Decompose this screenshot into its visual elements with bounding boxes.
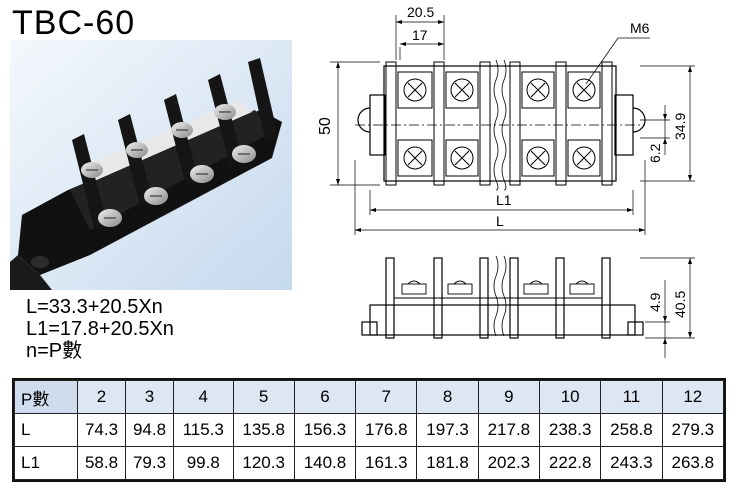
table-cell: 181.8 (416, 446, 479, 480)
table-cell: 2 (77, 380, 126, 414)
table-cell: 222.8 (538, 446, 602, 480)
table-cell: 156.3 (293, 413, 357, 447)
table-row: L 74.3 94.8 115.3 135.8 156.3 176.8 197.… (14, 413, 725, 447)
dim-4-9: 4.9 (647, 292, 663, 312)
dim-6-2: 6.2 (647, 143, 663, 163)
product-title: TBC-60 (12, 4, 136, 42)
formula-L: L=33.3+20.5Xn (26, 296, 163, 318)
table-cell: 3 (125, 380, 174, 414)
dim-34-9: 34.9 (672, 113, 688, 140)
table-cell: 140.8 (293, 446, 357, 480)
dim-17: 17 (412, 27, 428, 43)
dim-L1: L1 (496, 192, 512, 208)
table-cell: 4 (173, 380, 234, 414)
table-header-row: P數 2 3 4 5 6 7 8 9 10 11 12 (14, 380, 725, 414)
table-cell: 7 (355, 380, 418, 414)
dim-50: 50 (317, 117, 334, 135)
spec-table: P數 2 3 4 5 6 7 8 9 10 11 12 L 74.3 94.8 … (12, 378, 726, 482)
table-cell: 263.8 (661, 446, 725, 480)
formula-L1: L1=17.8+20.5Xn (26, 318, 174, 340)
table-row: L1 58.8 79.3 99.8 120.3 140.8 161.3 181.… (14, 446, 725, 480)
table-cell: 94.8 (125, 413, 174, 447)
table-cell: 5 (232, 380, 295, 414)
table-cell: 258.8 (600, 413, 663, 447)
table-cell: 238.3 (538, 413, 602, 447)
table-cell: 161.3 (355, 446, 418, 480)
table-cell: 6 (293, 380, 357, 414)
table-cell: 58.8 (77, 446, 126, 480)
dim-40-5: 40.5 (672, 291, 688, 318)
table-cell: 79.3 (125, 446, 174, 480)
table-cell: 217.8 (477, 413, 541, 447)
dim-screw: M6 (630, 20, 650, 36)
side-view (361, 255, 695, 358)
table-cell: 197.3 (416, 413, 479, 447)
table-cell: 202.3 (477, 446, 541, 480)
product-photo (10, 40, 292, 290)
table-cell: L (14, 413, 78, 447)
table-cell: 99.8 (173, 446, 234, 480)
table-cell: 12 (661, 380, 725, 414)
table-cell: L1 (14, 446, 78, 480)
table-cell: 9 (477, 380, 541, 414)
dim-L: L (496, 213, 504, 229)
table-cell: P數 (14, 380, 78, 414)
dim-20-5: 20.5 (407, 4, 434, 20)
table-cell: 74.3 (77, 413, 126, 447)
table-cell: 135.8 (232, 413, 295, 447)
table-cell: 176.8 (355, 413, 418, 447)
table-cell: 279.3 (661, 413, 725, 447)
table-cell: 11 (600, 380, 663, 414)
table-cell: 10 (538, 380, 602, 414)
technical-drawing: 20.5 17 M6 L1 L 50 34.9 6.2 4.9 40.5 (317, 4, 695, 358)
table-cell: 8 (416, 380, 479, 414)
table-cell: 120.3 (232, 446, 295, 480)
formula-n: n=P數 (26, 340, 83, 362)
top-view (330, 15, 695, 235)
table-cell: 243.3 (600, 446, 663, 480)
table-cell: 115.3 (173, 413, 234, 447)
